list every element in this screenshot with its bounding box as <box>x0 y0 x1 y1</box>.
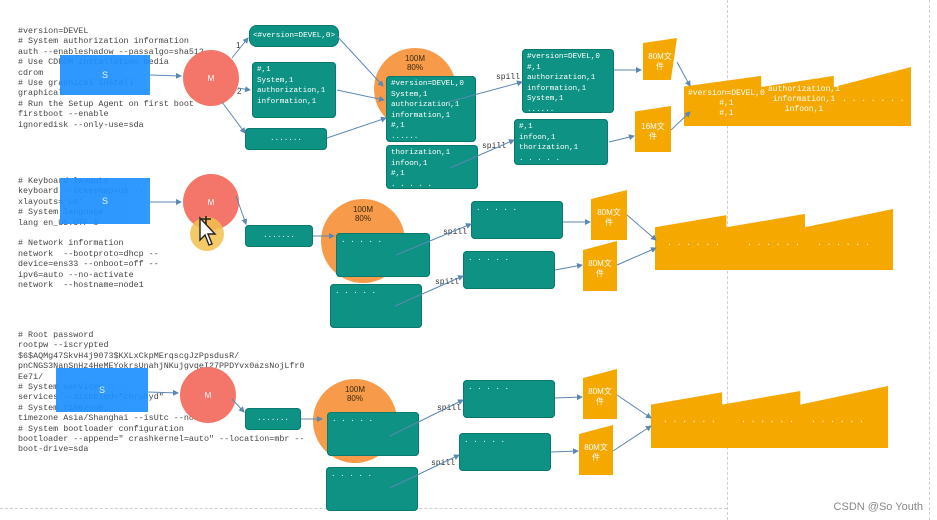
buffer-capacity-label: 100M 80% <box>404 54 425 72</box>
guide-line-vertical <box>929 0 930 520</box>
spill-output-box: #version=DEVEL,0 #,1 authorization,1 inf… <box>522 49 614 113</box>
buffer-contents-box: . . . . . <box>336 233 430 277</box>
buffer-contents-box: #version=DEVEL,0 System,1 authorization,… <box>386 76 476 142</box>
file-tag: 80M文 件 <box>579 425 613 475</box>
dots-box: ....... <box>245 128 327 150</box>
buffer-contents-box: . . . . . <box>326 467 418 511</box>
spill-output-box: . . . . . <box>463 380 555 418</box>
file-tag: 80M文 件 <box>583 369 617 419</box>
file-tag: 80M文 件 <box>583 241 617 291</box>
partition-box: #,1 System,1 authorization,1 information… <box>252 62 336 118</box>
merged-segment: . . . . . . <box>817 239 870 248</box>
merged-output-shape: #version=DEVEL,0 #,1 #,1 authorization,1… <box>684 67 911 126</box>
buffer-contents-box: . . . . . <box>327 412 419 456</box>
edge-label: 2 <box>237 87 242 96</box>
file-tag: 16M文 件 <box>635 106 671 152</box>
merged-segment: . . . . . . <box>667 239 720 248</box>
spill-output-box: . . . . . <box>459 433 551 471</box>
cursor-pointer-icon <box>199 216 217 246</box>
file-tag: 80M文 件 <box>591 190 627 240</box>
file-tag: 80M文 件 <box>643 38 677 80</box>
merged-segment: . . . . . . <box>741 416 794 425</box>
merged-segment: #version=DEVEL,0 #,1 #,1 <box>688 89 765 118</box>
split-box: S <box>56 368 148 412</box>
watermark: CSDN @So Youth <box>833 501 923 513</box>
merged-segment: . . . . . . <box>747 239 800 248</box>
merged-output-shape: . . . . . . . . . . . . . . . . . . <box>655 209 893 270</box>
split-box: S <box>60 55 150 95</box>
edge-label: 1 <box>236 41 241 50</box>
spill-label: spill <box>482 142 507 151</box>
split-box: S <box>60 178 150 224</box>
spill-label: spill <box>437 404 462 413</box>
buffer-contents-box: thorization,1 infoon,1 #,1 . . . . . <box>386 145 478 189</box>
spill-output-box: #,1 infoon,1 thorization,1 . . . . . <box>514 119 608 165</box>
record-box: <#version=DEVEL,0> <box>249 25 339 47</box>
spill-label: spill <box>435 278 460 287</box>
dots-box: ....... <box>245 408 301 430</box>
merged-segment: . . . . . . . <box>842 95 905 104</box>
merged-segment: . . . . . . <box>663 416 716 425</box>
map-task-circle: M <box>180 367 236 423</box>
spill-label: spill <box>431 459 456 468</box>
merged-output-shape: . . . . . . . . . . . . . . . . . . <box>651 386 888 448</box>
spill-label: spill <box>443 228 468 237</box>
map-task-circle: M <box>183 50 239 106</box>
buffer-capacity-label: 100M 80% <box>344 385 365 403</box>
dots-box: ....... <box>245 225 313 247</box>
buffer-contents-box: . . . . . <box>330 284 422 328</box>
spill-output-box: . . . . . <box>471 201 563 239</box>
merged-segment: authorization,1 information,1 infoon,1 <box>768 85 841 114</box>
merged-segment: . . . . . . <box>811 416 864 425</box>
buffer-capacity-label: 100M 80% <box>352 205 373 223</box>
spill-label: spill <box>496 73 521 82</box>
spill-output-box: . . . . . <box>463 251 555 289</box>
